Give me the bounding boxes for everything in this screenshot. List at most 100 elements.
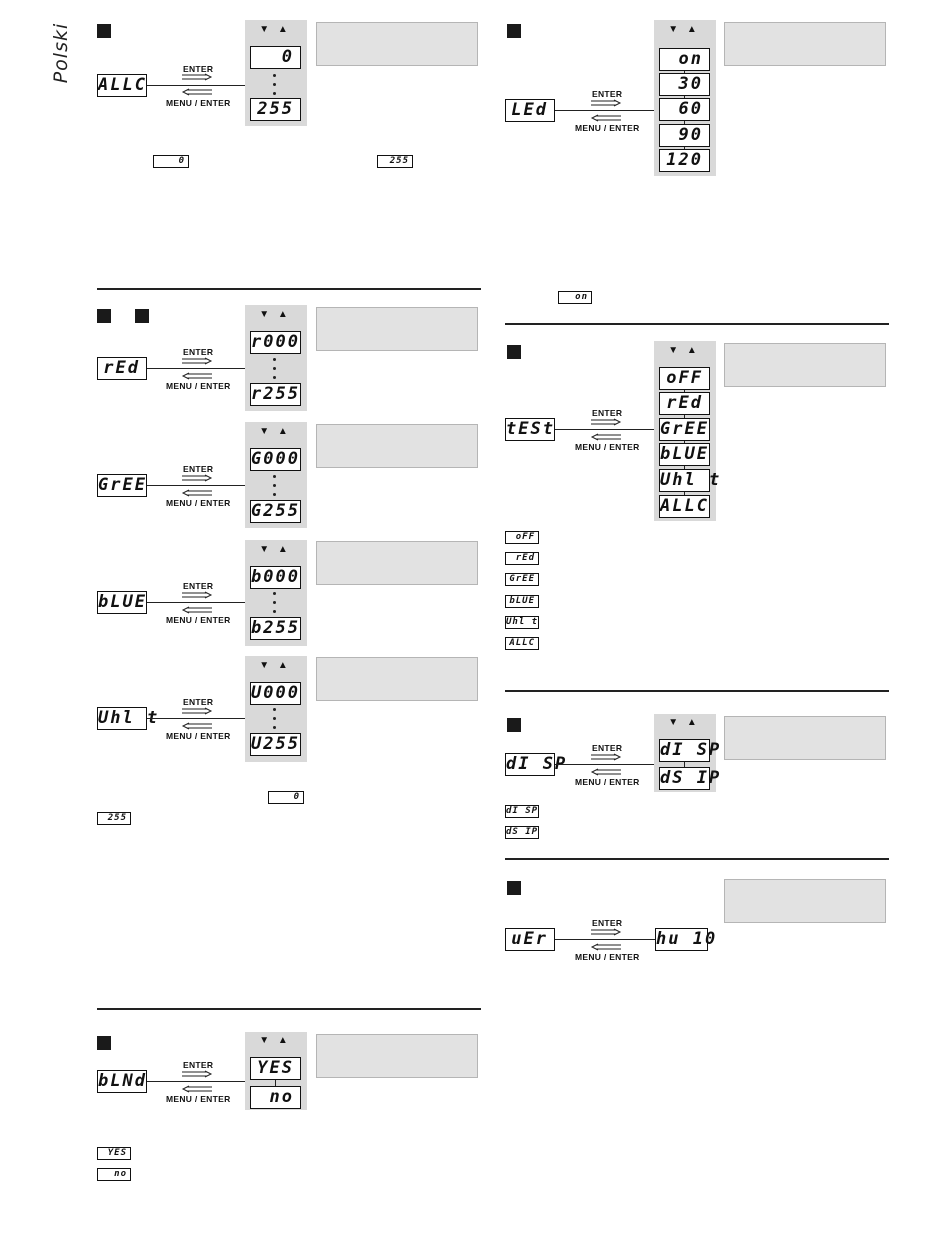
ellipsis-dots [273,708,277,735]
connector-line [147,485,247,486]
rgbw-range-max: 255 [97,812,131,825]
section-marker [135,309,149,323]
right-arrow-icon [591,928,622,936]
menu-enter-label: MENU / ENTER [166,731,231,741]
red-max-display: r255 [250,383,301,406]
right-arrow-icon [182,1070,213,1078]
test-legend-blue: bLUE [505,595,539,608]
left-arrow-icon [590,114,621,122]
ellipsis-dots [273,592,277,619]
disp-legend-normal: dI SP [505,805,539,818]
allc-range-min: 0 [153,155,189,168]
menu-enter-label: MENU / ENTER [575,952,640,962]
info-box [316,541,478,585]
info-box [724,716,886,760]
enter-label: ENTER [183,64,214,74]
ver-code-display: uEr [505,928,555,951]
enter-label: ENTER [183,1060,214,1070]
enter-label: ENTER [592,408,623,418]
ver-value-display: hu 10 [655,928,718,951]
right-arrow-icon [182,357,213,365]
rgbw-range-min: 0 [268,791,304,804]
green-max-display: G255 [250,500,301,523]
enter-label: ENTER [183,347,214,357]
disp-flipped-display: dS IP [659,767,722,790]
test-legend-green: GrEE [505,573,539,586]
nav-arrows: ▼ ▲ [668,717,700,728]
left-arrow-icon [181,722,212,730]
section-divider [97,1008,481,1010]
info-box [316,1034,478,1078]
test-all-display: ALLC [659,495,710,518]
led-120-display: 120 [659,149,710,172]
connector-line [684,762,685,767]
left-arrow-icon [590,433,621,441]
connector-line [275,1080,276,1086]
info-box [316,307,478,351]
right-arrow-icon [182,474,213,482]
info-box [724,879,886,923]
blnd-no-display: no [250,1086,301,1109]
menu-enter-label: MENU / ENTER [575,442,640,452]
red-min-display: r000 [250,331,301,354]
left-arrow-icon [181,88,212,96]
ellipsis-dots [273,475,277,502]
disp-legend-flipped: dS IP [505,826,539,839]
left-arrow-icon [181,372,212,380]
enter-label: ENTER [183,581,214,591]
nav-arrows: ▼ ▲ [259,309,291,320]
section-marker [97,1036,111,1050]
right-arrow-icon [591,753,622,761]
white-code-display: Uhl t [97,707,160,730]
nav-arrows: ▼ ▲ [259,544,291,555]
led-default: on [558,291,592,304]
language-label: Polski [46,16,74,86]
connector-line [147,368,247,369]
enter-label: ENTER [183,464,214,474]
section-marker [507,345,521,359]
nav-arrows: ▼ ▲ [668,345,700,356]
led-30-display: 30 [659,73,710,96]
menu-enter-label: MENU / ENTER [166,1094,231,1104]
connector-line [147,85,247,86]
allc-min-display: 0 [250,46,301,69]
connector-line [147,1081,247,1082]
blue-min-display: b000 [250,566,301,589]
section-divider [505,858,889,860]
white-max-display: U255 [250,733,301,756]
allc-range-max: 255 [377,155,413,168]
enter-label: ENTER [592,89,623,99]
section-marker [97,309,111,323]
right-arrow-icon [182,591,213,599]
green-min-display: G000 [250,448,301,471]
nav-arrows: ▼ ▲ [259,24,291,35]
enter-label: ENTER [592,743,623,753]
menu-enter-label: MENU / ENTER [575,777,640,787]
section-marker [97,24,111,38]
left-arrow-icon [181,1085,212,1093]
test-blue-display: bLUE [659,443,710,466]
disp-code-display: dI SP [505,753,568,776]
ellipsis-dots [273,358,277,385]
nav-arrows: ▼ ▲ [259,660,291,671]
connector-line [555,110,655,111]
blue-code-display: bLUE [97,591,147,614]
section-marker [507,24,521,38]
allc-max-display: 255 [250,98,301,121]
led-on-display: on [659,48,710,71]
menu-enter-label: MENU / ENTER [575,123,640,133]
red-code-display: rEd [97,357,147,380]
section-divider [505,690,889,692]
connector-line [147,602,247,603]
disp-normal-display: dI SP [659,739,722,762]
info-box [724,343,886,387]
blnd-legend-no: no [97,1168,131,1181]
enter-label: ENTER [592,918,623,928]
left-arrow-icon [590,943,621,951]
menu-enter-label: MENU / ENTER [166,381,231,391]
nav-arrows: ▼ ▲ [259,1035,291,1046]
test-green-display: GrEE [659,418,710,441]
blnd-yes-display: YES [250,1057,301,1080]
right-arrow-icon [591,99,622,107]
section-divider [97,288,481,290]
